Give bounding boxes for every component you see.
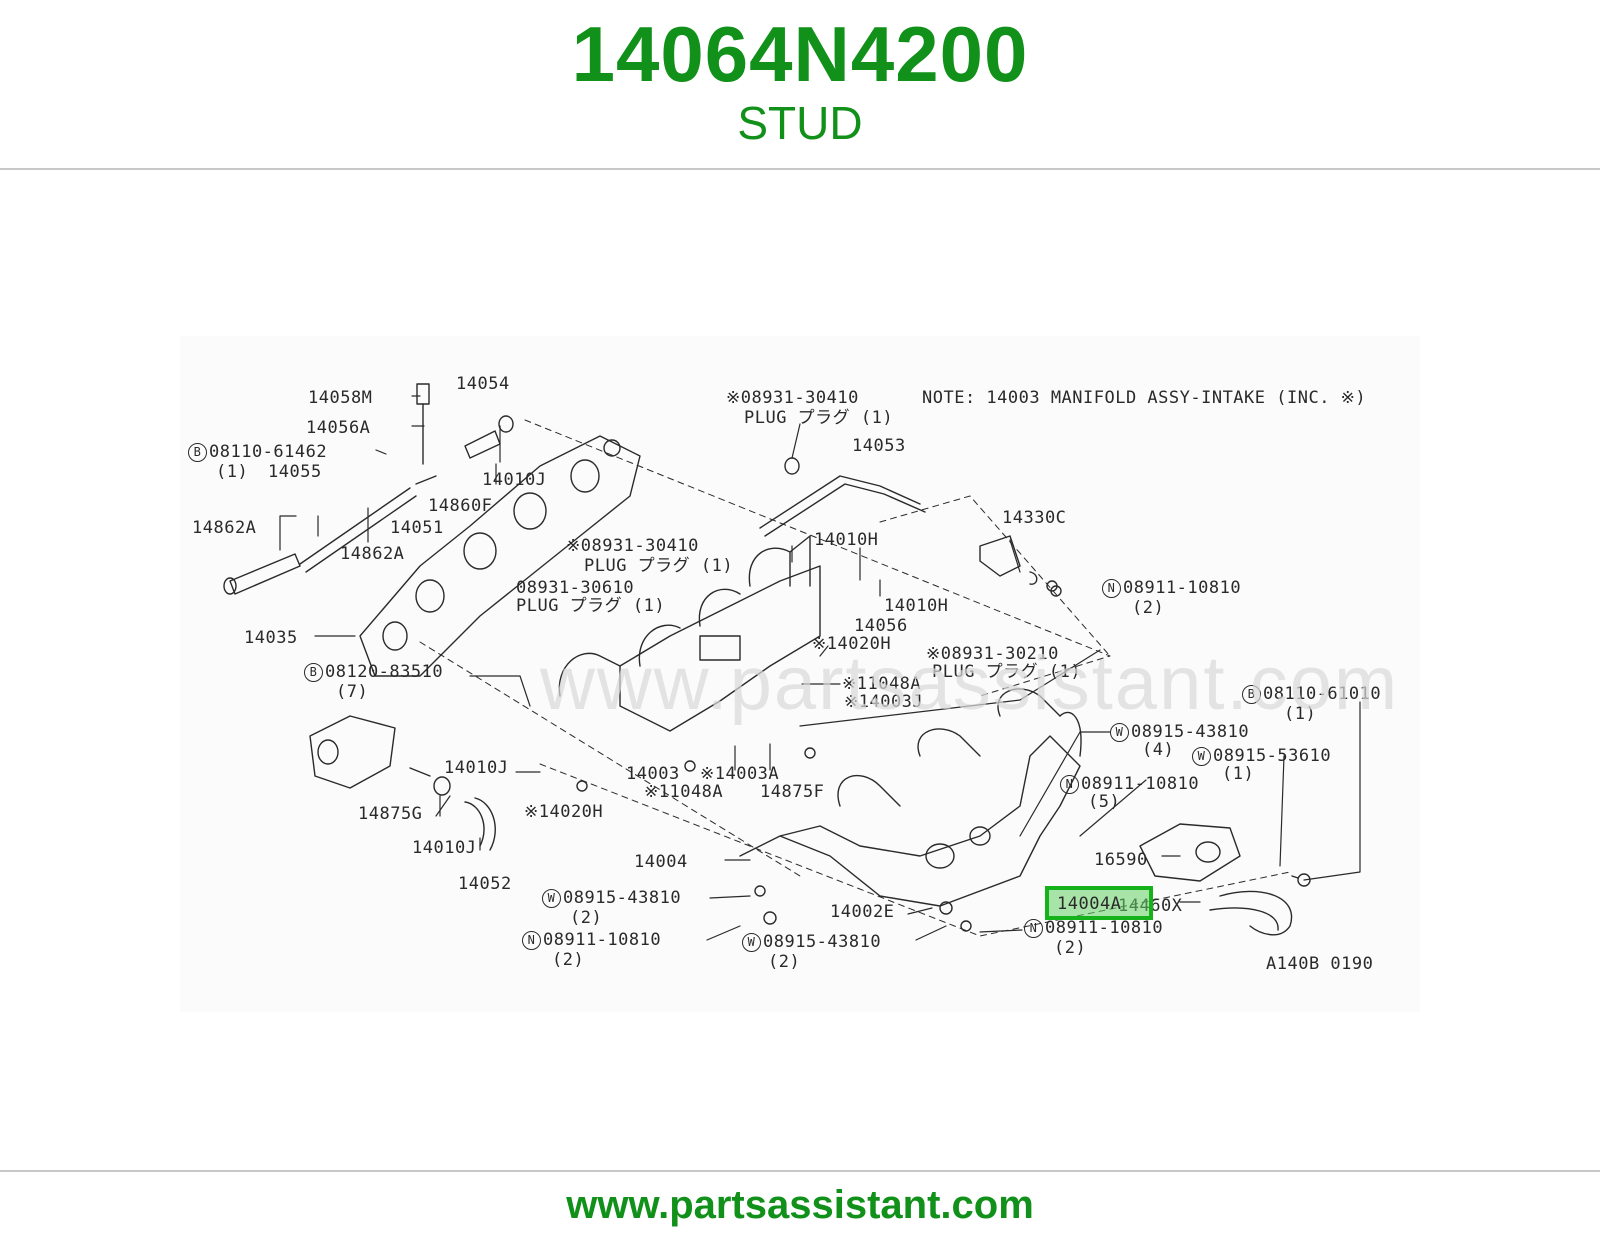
callout-08931-30610: 08931-30610 (516, 578, 635, 598)
plug-label-b: PLUG プラグ (1) (584, 556, 734, 576)
qty-label: (1) (1222, 764, 1255, 784)
callout-14330C: 14330C (1002, 508, 1067, 528)
callout-16590: 16590 (1094, 850, 1148, 870)
part-name-subtitle: STUD (737, 97, 863, 149)
nut-n-icon: N (1060, 775, 1079, 794)
plug-label-d: PLUG プラグ (1) (932, 662, 1082, 682)
washer-w-icon: W (542, 889, 561, 908)
callout-11048A-b: ※11048A (644, 782, 724, 802)
qty-label: (1) (1284, 704, 1317, 724)
bolt-b-icon: B (1242, 685, 1261, 704)
qty-label: (4) (1142, 740, 1175, 760)
manifold-gasket (359, 435, 641, 677)
callout-14875G: 14875G (358, 804, 423, 824)
footer-url-link[interactable]: www.partsassistant.com (566, 1183, 1034, 1227)
callout-14862A-right: 14862A (340, 544, 405, 564)
callout-14058M: 14058M (308, 388, 373, 408)
parts-diagram: NOTE: 14003 MANIFOLD ASSY-INTAKE (INC. ※… (180, 336, 1420, 1012)
callout-14862A-left: 14862A (192, 518, 257, 538)
qty-label: (2) (1054, 938, 1087, 958)
callout-14053: 14053 (852, 436, 906, 456)
washer-w-icon: W (1110, 723, 1129, 742)
callout-11048A-a: ※11048A (842, 674, 922, 694)
callout-14035: 14035 (244, 628, 298, 648)
callout-14002E: 14002E (830, 902, 895, 922)
callout-08931-30410-b: ※08931-30410 (566, 536, 699, 556)
callout-14010J-mid: 14010J (444, 758, 509, 778)
footer-divider (0, 1170, 1600, 1172)
exhaust-manifold (739, 688, 1082, 907)
part-number-title: 14064N4200 (571, 10, 1029, 98)
diagram-drawing (223, 383, 1361, 941)
nut-n-icon: N (1024, 919, 1043, 938)
page-header: 14064N4200 STUD (0, 0, 1600, 168)
callout-14020H-b: ※14020H (524, 802, 604, 822)
thermostat-housing (309, 715, 496, 851)
bolt-b-icon: B (304, 663, 323, 682)
callout-14860F: 14860F (428, 496, 493, 516)
header-divider (0, 168, 1600, 170)
diagram-code: A140B 0190 (1266, 954, 1374, 974)
qty-label: (7) (336, 682, 369, 702)
qty-label: (2) (552, 950, 585, 970)
washer-w-icon: W (1192, 747, 1211, 766)
plug-label-a: PLUG プラグ (1) (744, 408, 894, 428)
callout-14055: 14055 (268, 462, 322, 482)
bolt-b-icon: B (188, 443, 207, 462)
qty-label: (2) (768, 952, 801, 972)
callout-14003A: ※14003A (700, 764, 780, 784)
callout-14010H-a: 14010H (814, 530, 879, 550)
callout-14003: 14003 (626, 764, 680, 784)
callout-14051: 14051 (390, 518, 444, 538)
callout-08931-30210: ※08931-30210 (926, 644, 1059, 664)
highlighted-part-label: 14004A (1057, 894, 1122, 914)
fasteners (576, 585, 1062, 932)
callout-14875F: 14875F (760, 782, 825, 802)
qty-label: (1) (216, 462, 249, 482)
qty-label: (2) (1132, 598, 1165, 618)
callout-14054: 14054 (456, 374, 510, 394)
callout-14004: 14004 (634, 852, 688, 872)
callout-14010H-b: 14010H (884, 596, 949, 616)
washer-w-icon: W (742, 933, 761, 952)
assembly-outline (419, 419, 1291, 937)
highlighted-part-14004A[interactable]: 14004A (1045, 886, 1153, 920)
qty-label: (2) (570, 908, 603, 928)
callout-14003J: ※14003J (844, 692, 924, 712)
watermark: www.partsassistant.com (540, 641, 1400, 726)
note-text: NOTE: 14003 MANIFOLD ASSY-INTAKE (INC. ※… (922, 388, 1367, 408)
callout-08931-30410-a: ※08931-30410 (726, 388, 859, 408)
intake-manifold (558, 535, 821, 732)
plug-label-c: PLUG プラグ (1) (516, 596, 666, 616)
callout-14020H-a: ※14020H (812, 634, 892, 654)
callout-14052: 14052 (458, 874, 512, 894)
exhaust-tube (1139, 823, 1311, 936)
leader-lines (279, 395, 1361, 941)
callout-14010J-top: 14010J (482, 470, 547, 490)
qty-label: (5) (1088, 792, 1121, 812)
callout-14056: 14056 (854, 616, 908, 636)
callout-14010J-low: 14010J (412, 838, 477, 858)
nut-n-icon: N (1102, 579, 1121, 598)
callout-14056A: 14056A (306, 418, 371, 438)
nut-n-icon: N (522, 931, 541, 950)
